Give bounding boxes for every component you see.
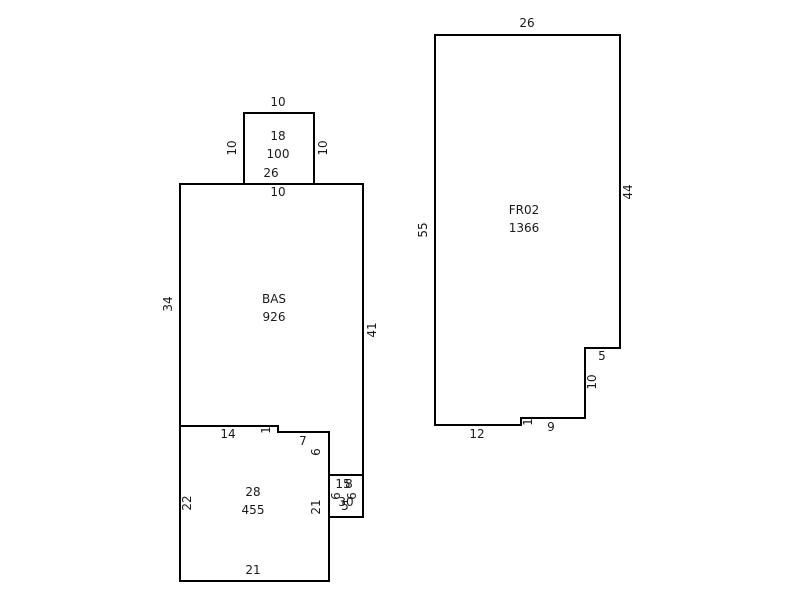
area-28-dim-step: 1	[259, 426, 273, 434]
small-area-dim-6: 5	[341, 499, 349, 513]
area-18-area: 100	[267, 147, 290, 161]
bas-area: 926	[263, 310, 286, 324]
fr02-area-group: 26 55 44 FR02 1366 5 10 9 1 12	[416, 16, 635, 441]
bas-dim-left: 34	[161, 296, 175, 311]
area-28-dim-top: 14	[220, 427, 235, 441]
small-area-outline	[328, 474, 364, 518]
bas-dim-right: 41	[365, 322, 379, 337]
area-18-code: 18	[270, 129, 285, 143]
small-area-dim-1: 15	[335, 477, 350, 491]
small-area-dim-4: 6	[345, 492, 359, 500]
fr02-outline	[434, 34, 621, 426]
fr02-area: 1366	[509, 221, 540, 235]
fr02-code: FR02	[509, 203, 540, 217]
fr02-dim-top: 26	[519, 16, 534, 30]
bas-code: BAS	[262, 292, 286, 306]
area-28-code: 28	[245, 485, 260, 499]
area-18-dim-right: 10	[316, 140, 330, 155]
fr02-dim-notch-top: 5	[598, 349, 606, 363]
area-28-dim-left: 22	[180, 495, 194, 510]
fr02-dim-bottom-right: 9	[547, 420, 555, 434]
area-18-group: 10 10 10 18 100 26 10	[225, 95, 330, 199]
area-28-area: 455	[242, 503, 265, 517]
area-18-dim-bottom: 10	[270, 185, 285, 199]
area-28-dim-bottom: 21	[245, 563, 260, 577]
area-28-dim-top-right: 7	[299, 434, 307, 448]
small-area-group: 15 8 6 6 30 5	[328, 474, 364, 518]
area-18-dim-top: 10	[270, 95, 285, 109]
area-28-dim-right-upper: 6	[309, 448, 323, 456]
fr02-dim-left: 55	[416, 222, 430, 237]
small-area-dim-2: 8	[345, 477, 353, 491]
area-18-dim-inner: 26	[263, 166, 278, 180]
area-28-outline	[179, 425, 330, 582]
fr02-dim-step: 1	[521, 418, 535, 426]
fr02-dim-notch-side: 10	[585, 374, 599, 389]
area-28-dim-right: 21	[309, 499, 323, 514]
small-area-dim-3: 6	[329, 492, 343, 500]
small-area-dim-5: 30	[338, 495, 353, 509]
area-18-dim-left: 10	[225, 140, 239, 155]
fr02-dim-bottom-left: 12	[469, 427, 484, 441]
fr02-dim-right: 44	[621, 184, 635, 199]
area-28-group: 14 1 7 6 22 21 28 455 21	[179, 425, 330, 582]
